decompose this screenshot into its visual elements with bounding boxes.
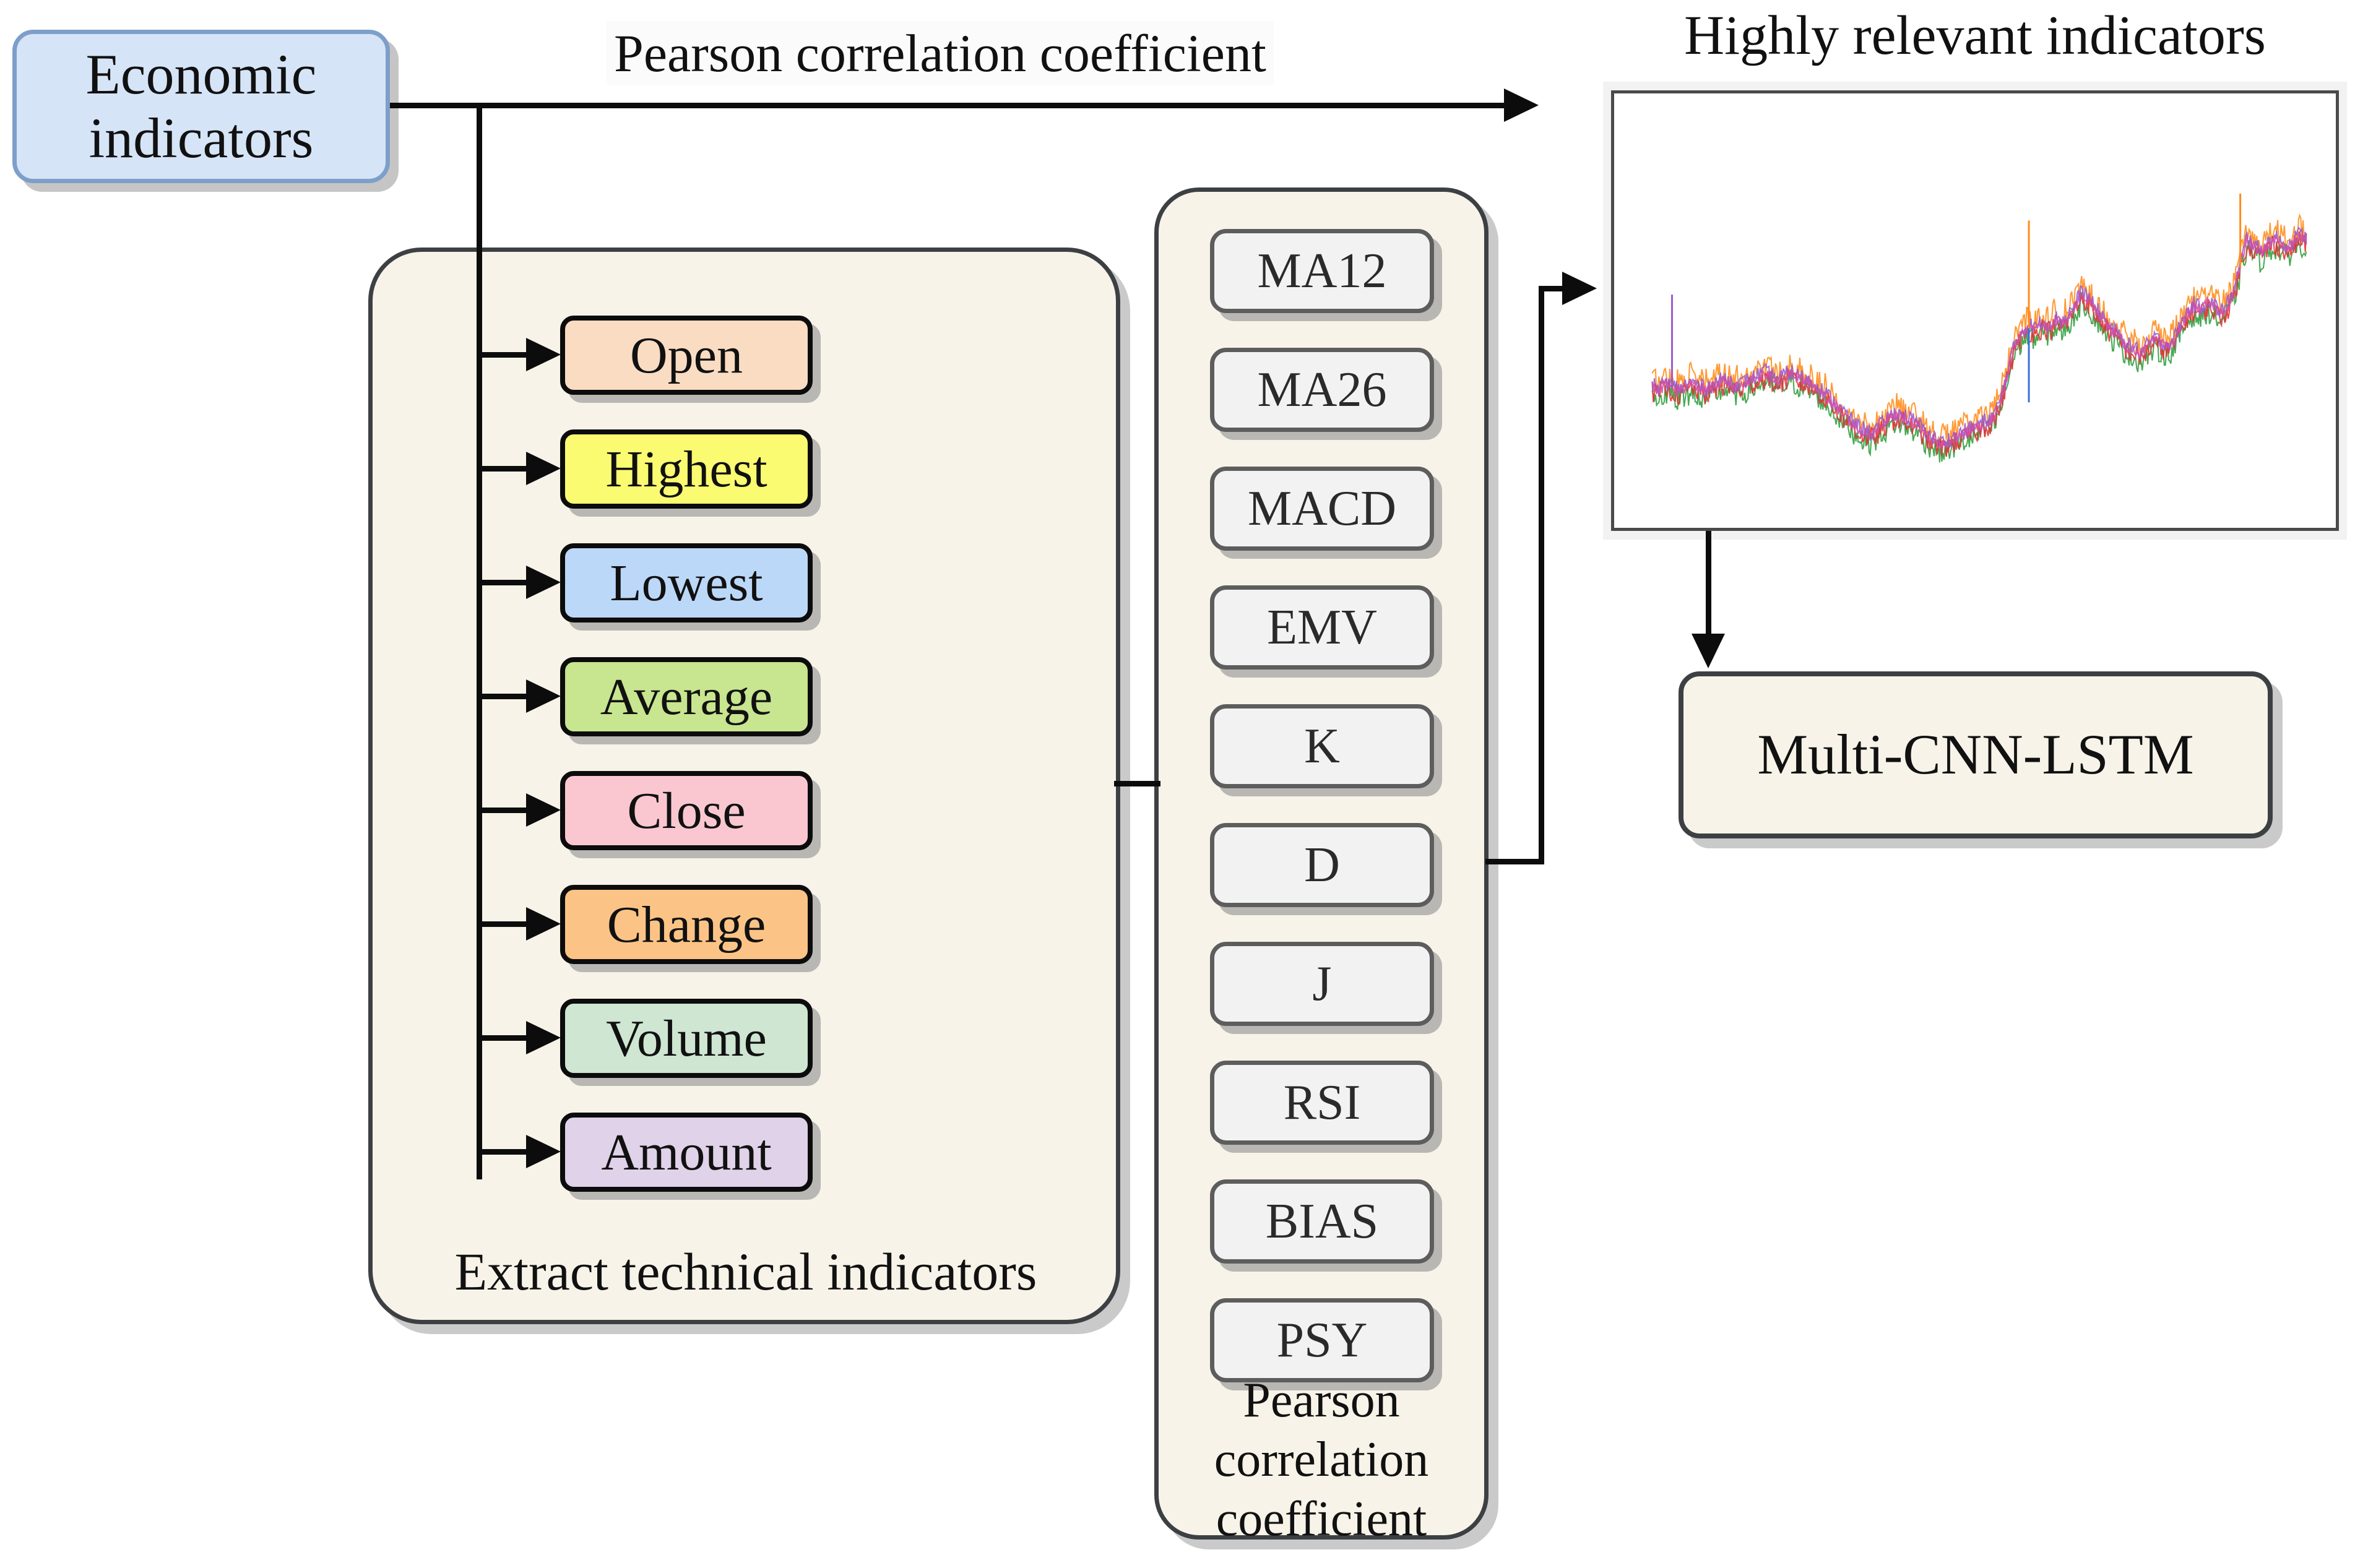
economic-indicators-label: Economic indicators <box>85 42 317 170</box>
edge-label-pearson-correlation: Pearson correlation coefficient <box>607 21 1274 85</box>
multi-cnn-lstm-label: Multi-CNN-LSTM <box>1757 723 2194 786</box>
tech-indicator-volume-label: Volume <box>606 1009 767 1067</box>
edge-to-amount-line <box>477 1149 538 1155</box>
edge-to-average-arrowhead <box>526 679 561 713</box>
edge-trunk-vertical <box>477 103 482 1179</box>
tech-indicator-highest-label: Highest <box>605 440 767 498</box>
chart-title: Highly relevant indicators <box>1684 5 2266 66</box>
tech-indicator-volume[interactable]: Volume <box>560 999 813 1078</box>
tech-indicator-average[interactable]: Average <box>560 657 813 736</box>
edge-chart-to-model-arrowhead <box>1692 634 1725 668</box>
pearson-item-emv[interactable]: EMV <box>1210 585 1434 670</box>
pearson-item-rsi-label: RSI <box>1283 1075 1361 1130</box>
pearson-item-d[interactable]: D <box>1210 823 1434 907</box>
tech-indicator-open[interactable]: Open <box>560 316 813 395</box>
edge-to-open-arrowhead <box>526 338 561 371</box>
pearson-item-bias-label: BIAS <box>1265 1194 1379 1249</box>
edge-to-volume-line <box>477 1035 538 1041</box>
tech-indicator-close-label: Close <box>627 782 746 840</box>
tech-indicator-lowest-label: Lowest <box>610 554 763 612</box>
edge-pearson-to-chart-h2 <box>1539 286 1570 291</box>
pearson-item-ma26[interactable]: MA26 <box>1210 348 1434 432</box>
pearson-item-ma26-label: MA26 <box>1257 362 1387 417</box>
pearson-item-macd[interactable]: MACD <box>1210 467 1434 551</box>
tech-indicator-average-label: Average <box>600 668 773 726</box>
edge-pearson-to-chart-v <box>1539 286 1544 864</box>
pearson-item-emv-label: EMV <box>1267 600 1377 655</box>
edge-to-open-line <box>477 352 538 358</box>
pearson-item-rsi[interactable]: RSI <box>1210 1061 1434 1145</box>
pearson-item-ma12[interactable]: MA12 <box>1210 229 1434 313</box>
edge-to-volume-arrowhead <box>526 1021 561 1054</box>
edge-chart-to-model-line <box>1706 531 1711 637</box>
tech-indicator-amount[interactable]: Amount <box>560 1113 813 1192</box>
tech-indicator-open-label: Open <box>630 326 743 384</box>
pearson-item-k[interactable]: K <box>1210 704 1434 788</box>
edge-to-lowest-line <box>477 580 538 585</box>
chart-plot-area <box>1651 193 2307 463</box>
highly-relevant-indicators-chart <box>1611 90 2339 531</box>
pearson-item-ma12-label: MA12 <box>1257 243 1387 298</box>
pearson-item-j-label: J <box>1312 956 1332 1011</box>
pearson-item-psy[interactable]: PSY <box>1210 1298 1434 1382</box>
pearson-item-psy-label: PSY <box>1276 1312 1368 1368</box>
pearson-item-j[interactable]: J <box>1210 942 1434 1026</box>
tech-indicator-change-label: Change <box>607 895 766 954</box>
edge-pearson-to-chart-arrowhead <box>1562 272 1597 305</box>
pearson-item-k-label: K <box>1304 718 1340 773</box>
economic-indicators-node[interactable]: Economic indicators <box>12 30 390 183</box>
edge-to-amount-arrowhead <box>526 1135 561 1168</box>
tech-indicator-lowest[interactable]: Lowest <box>560 543 813 622</box>
edge-pearson-to-chart-h1 <box>1485 859 1544 864</box>
edge-extract-to-pearson <box>1114 781 1160 786</box>
pearson-item-bias[interactable]: BIAS <box>1210 1179 1434 1264</box>
edge-to-close-line <box>477 808 538 813</box>
edge-to-highest-arrowhead <box>526 452 561 485</box>
edge-to-change-arrowhead <box>526 907 561 941</box>
extract-technical-indicators-label: Extract technical indicators <box>454 1242 1037 1301</box>
tech-indicator-change[interactable]: Change <box>560 885 813 964</box>
edge-to-close-arrowhead <box>526 793 561 827</box>
edge-to-change-line <box>477 921 538 927</box>
edge-economic-to-chart-line <box>390 103 1504 108</box>
edge-economic-to-chart-arrowhead <box>1504 88 1539 122</box>
pearson-item-d-label: D <box>1304 837 1340 892</box>
edge-to-highest-line <box>477 466 538 472</box>
pearson-correlation-panel-label: Pearson correlation coefficient <box>1214 1373 1429 1546</box>
edge-to-average-line <box>477 694 538 699</box>
tech-indicator-close[interactable]: Close <box>560 771 813 850</box>
edge-to-lowest-arrowhead <box>526 566 561 599</box>
multi-cnn-lstm-node[interactable]: Multi-CNN-LSTM <box>1679 671 2273 838</box>
tech-indicator-amount-label: Amount <box>601 1123 772 1181</box>
tech-indicator-highest[interactable]: Highest <box>560 429 813 509</box>
pearson-item-macd-label: MACD <box>1247 481 1397 536</box>
